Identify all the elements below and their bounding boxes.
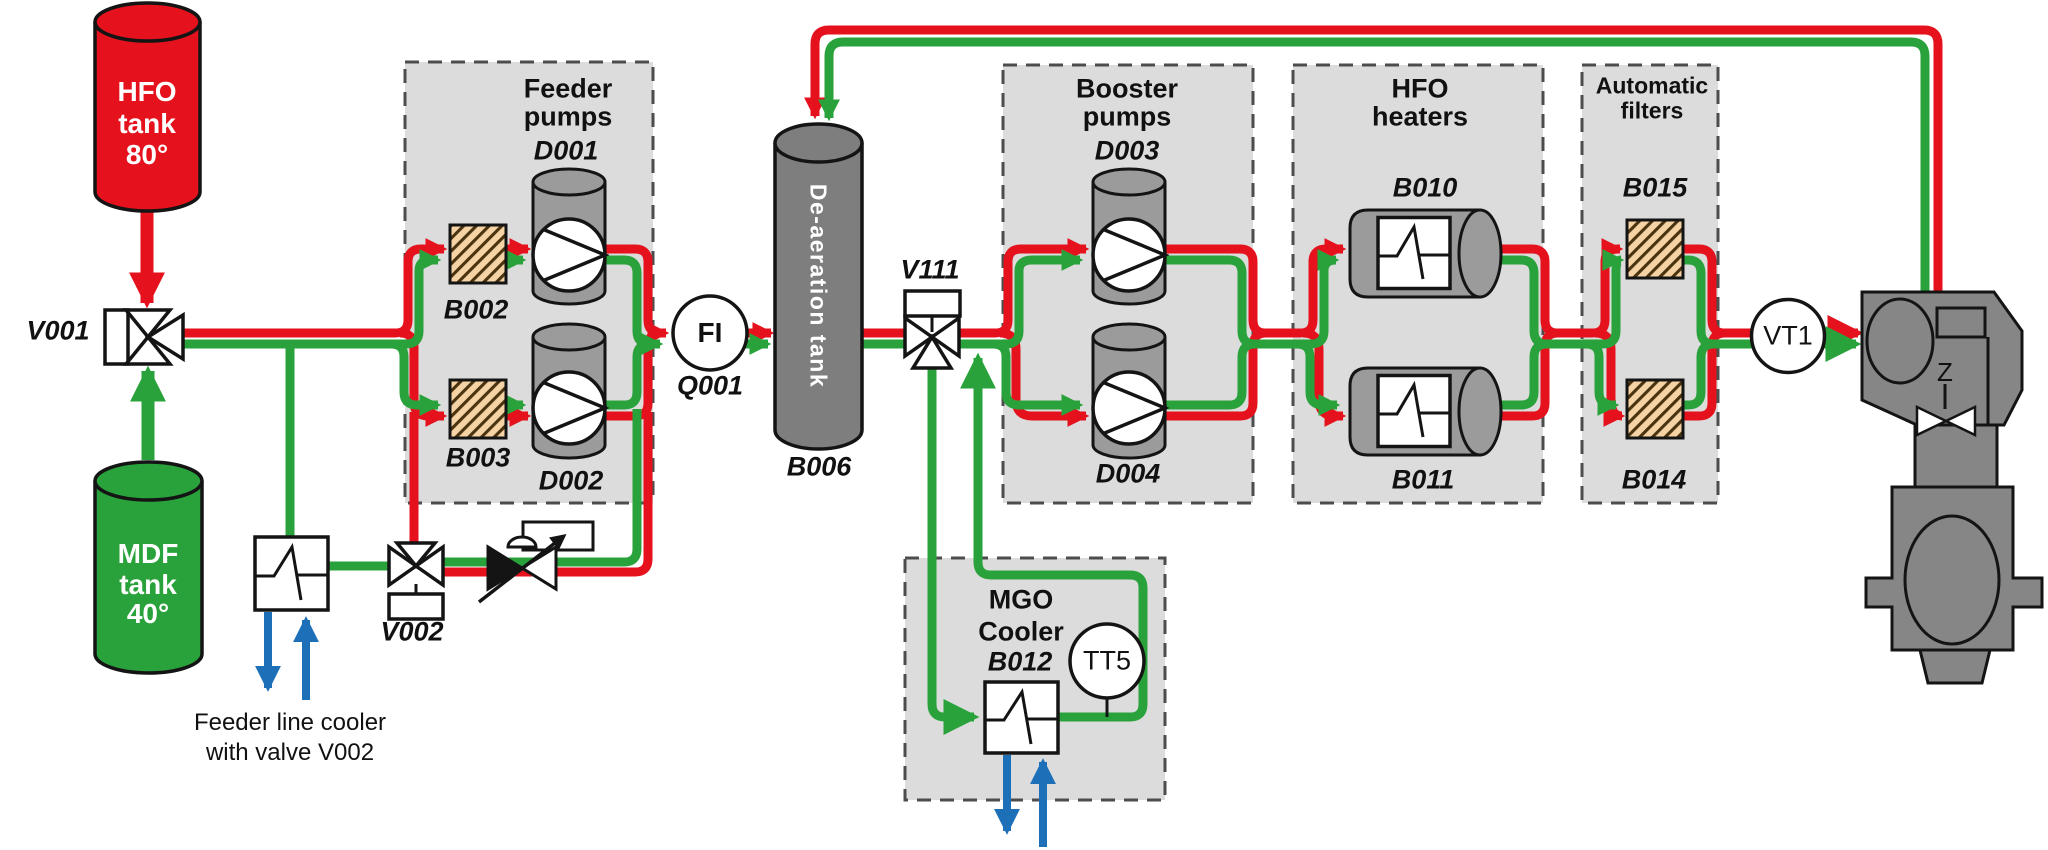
heater-b011-label: B011 — [1391, 464, 1455, 495]
hfo-tank-label-3: 80° — [125, 139, 169, 170]
strainer-b002 — [448, 223, 508, 285]
hfo-tank-label-1: HFO — [117, 76, 177, 107]
pump-d003-label: D003 — [1094, 135, 1160, 166]
valve-v111-label: V111 — [900, 254, 960, 285]
mdf-tank-label-3: 40° — [126, 598, 170, 629]
valve-v002 — [387, 541, 445, 621]
engine-fuel-valve-icon — [1915, 405, 1977, 437]
mgo-title-2: Cooler — [978, 616, 1064, 647]
mdf-tank — [93, 460, 204, 675]
engine — [1860, 290, 2044, 685]
temp-transmitter-circle — [1068, 622, 1146, 700]
mdf-pipes — [130, 37, 1930, 735]
flow-indicator-text: FI — [697, 317, 723, 348]
valve-v001-label: V001 — [26, 315, 90, 346]
mgo-cooler-return — [960, 352, 1148, 722]
mdf-tank-label-1: MDF — [117, 538, 179, 569]
engine-z-label: Z — [1937, 357, 1953, 387]
deaeration-tank-label: De-aeration tank — [805, 183, 832, 389]
feeder-pumps-zone — [403, 60, 655, 505]
deaeration-tank-id: B006 — [786, 451, 852, 482]
heaters-title-1: HFO — [1391, 73, 1449, 104]
mgo-cooler-id: B012 — [987, 646, 1053, 677]
viscosity-transmitter-text: VT1 — [1763, 320, 1813, 351]
booster-pump-d004 — [1091, 322, 1170, 460]
engine-detail-box — [1935, 306, 1987, 339]
filter-b015-label: B015 — [1622, 172, 1688, 203]
valve-v111 — [903, 289, 962, 370]
engine-flywheel — [1903, 514, 2001, 646]
feeder-title-2: pumps — [523, 101, 613, 132]
heaters-title-2: heaters — [1371, 101, 1469, 132]
feeder-pump-d002 — [531, 322, 610, 460]
booster-title-2: pumps — [1082, 101, 1172, 132]
turbocharger-icon — [1865, 297, 1935, 385]
mgo-cooler-inlet — [927, 366, 980, 735]
viscosity-transmitter-circle — [1749, 297, 1827, 375]
temp-transmitter-text: TT5 — [1082, 645, 1132, 676]
mdf-tank-label-2: tank — [119, 569, 177, 600]
caption-line-1: Feeder line cooler — [193, 709, 387, 736]
strainer-b002-label: B002 — [443, 294, 509, 325]
strainer-b003 — [448, 378, 508, 440]
filter-b014-label: B014 — [1621, 464, 1687, 495]
mgo-title-1: MGO — [988, 584, 1054, 615]
hfo-heater-b010 — [1348, 208, 1503, 299]
pump-d004-label: D004 — [1095, 458, 1161, 489]
feeder-title-1: Feeder — [523, 73, 613, 104]
booster-pump-d003 — [1091, 167, 1170, 306]
auto-filter-b015 — [1625, 218, 1685, 280]
flow-indicator-circle — [671, 294, 749, 372]
cooling-water-arrows — [255, 612, 1056, 847]
booster-title-1: Booster — [1075, 73, 1179, 104]
pump-d001-label: D001 — [533, 135, 599, 166]
valve-v002-label: V002 — [380, 616, 444, 647]
hfo-heater-b011 — [1348, 366, 1503, 457]
autofilters-title-1: Automatic — [1595, 72, 1709, 99]
deaeration-tank — [773, 122, 864, 451]
hfo-tank — [93, 1, 202, 213]
pump-d002-label: D002 — [538, 465, 604, 496]
auto-filter-b014 — [1625, 378, 1685, 440]
engine-base — [1918, 648, 1992, 685]
heater-b010-label: B010 — [1392, 172, 1458, 203]
valve-v001 — [103, 308, 185, 366]
flow-indicator-id: Q001 — [676, 370, 744, 401]
caption-line-2: with valve V002 — [205, 739, 375, 766]
hfo-tank-label-2: tank — [118, 108, 176, 139]
engine-neck — [1913, 423, 1999, 489]
feeder-pump-d001 — [531, 167, 610, 306]
autofilters-title-2: filters — [1620, 97, 1684, 124]
mgo-cooler-b012 — [983, 680, 1060, 755]
pressure-control-valve — [477, 520, 595, 604]
feeder-line-cooler — [253, 535, 330, 612]
strainer-b003-label: B003 — [445, 442, 511, 473]
